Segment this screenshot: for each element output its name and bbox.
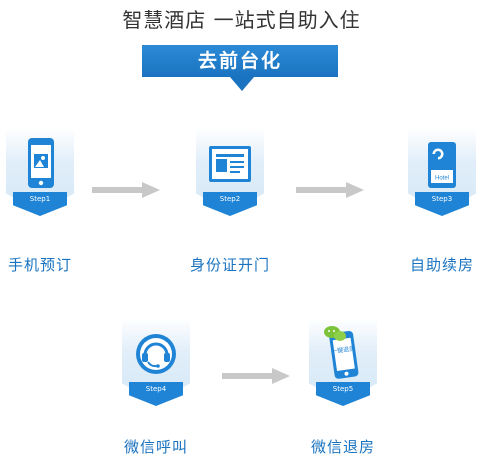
step-badge-label: Step5	[332, 385, 354, 393]
arrow-right-icon	[296, 182, 364, 198]
step-1-label: 手机预订	[7, 256, 72, 274]
hotel-tag-text: Hotel	[435, 176, 449, 182]
id-card-icon	[209, 146, 251, 182]
arrow-right-icon	[222, 368, 290, 384]
step-badge-label: Step4	[145, 385, 167, 393]
step-4: Step4	[116, 318, 196, 418]
step-2-label: 身份证开门	[189, 256, 270, 274]
phone-checkout-icon: 一键退房	[324, 326, 359, 379]
step-1: Step1	[0, 128, 80, 228]
step-4-label: 微信呼叫	[123, 438, 188, 456]
step-badge-label: Step1	[29, 195, 51, 203]
step-3-label: 自助续房	[409, 256, 474, 274]
banner: 去前台化	[142, 45, 338, 77]
step-3: Hotel Step3	[402, 128, 482, 228]
step-5-label: 微信退房	[310, 438, 375, 456]
phone-image-icon	[28, 138, 54, 188]
step-2: Step2	[190, 128, 270, 228]
arrow-right-icon	[92, 182, 160, 198]
banner-pointer	[230, 77, 254, 91]
headset-call-icon	[136, 334, 176, 374]
step-badge-label: Step3	[431, 195, 453, 203]
step-5: 一键退房 Step5	[303, 318, 383, 418]
page-title: 智慧酒店 一站式自助入住	[122, 8, 361, 32]
hotel-door-tag-icon: Hotel	[428, 142, 456, 188]
checkout-text: 一键退房	[331, 344, 356, 355]
step-badge-label: Step2	[219, 195, 241, 203]
